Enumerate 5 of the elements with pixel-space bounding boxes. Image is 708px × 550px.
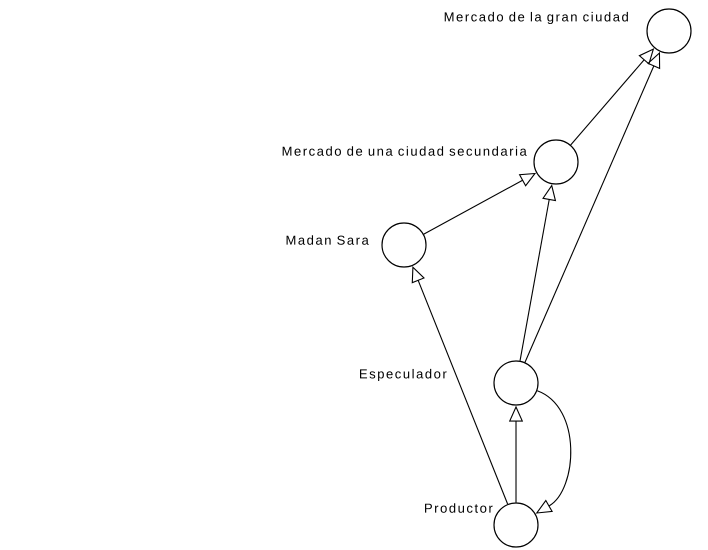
node-label: Madan Sara xyxy=(286,235,369,245)
node-label: Mercado de la gran ciudad xyxy=(444,12,628,24)
node-label: Mercado de una ciudad secundaria xyxy=(282,146,527,156)
node-label: Productor xyxy=(425,503,493,513)
node-label: Especulador xyxy=(360,368,447,382)
